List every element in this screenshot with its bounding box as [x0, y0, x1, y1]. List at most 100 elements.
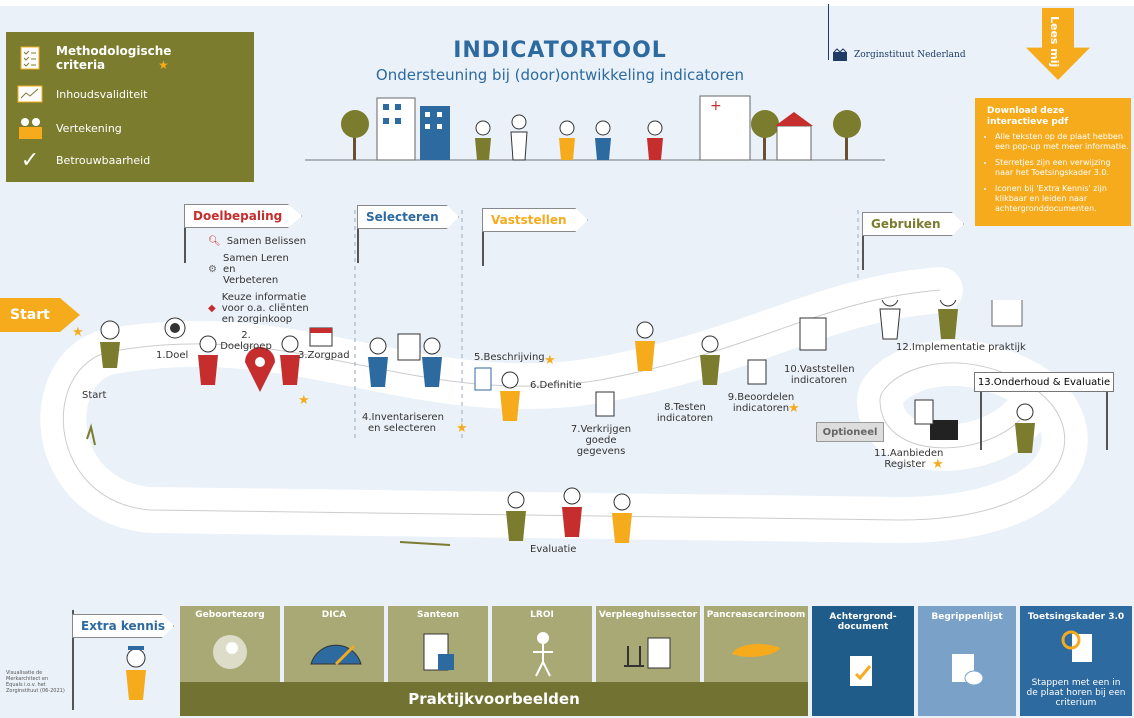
- checklist-icon: [747, 359, 767, 385]
- tile-geboortezorg[interactable]: Geboortezorg: [180, 606, 280, 690]
- step-5[interactable]: 5.Beschrijving: [474, 352, 545, 363]
- sign-post: [184, 205, 186, 263]
- credit-text: Visualisatie de Merkarchitect en Equals …: [6, 670, 65, 694]
- person-icon: [422, 337, 442, 387]
- tile-santeon[interactable]: Santeon: [388, 606, 488, 690]
- checklist-icon: [16, 46, 44, 70]
- tile-label: DICA: [321, 610, 347, 620]
- calendar-icon: [309, 327, 333, 347]
- sign-gebruiken[interactable]: Gebruiken: [862, 212, 964, 236]
- star-icon: ★: [158, 58, 169, 72]
- step-6[interactable]: 6.Definitie: [530, 380, 582, 391]
- building-icon: [420, 106, 450, 160]
- sign-label: Doelbepaling: [193, 209, 283, 223]
- sign-label: Selecteren: [366, 210, 439, 224]
- step-10[interactable]: 10.Vaststellen indicatoren: [784, 364, 855, 386]
- step-start[interactable]: Start: [82, 390, 107, 401]
- crown-icon: [833, 48, 847, 61]
- top-strip: [0, 0, 1134, 6]
- tile-verpleeghuis[interactable]: Verpleeghuissector: [596, 606, 700, 690]
- sign-selecteren[interactable]: Selecteren: [357, 205, 459, 229]
- tile-label: Geboortezorg: [195, 610, 265, 620]
- person-icon: [612, 493, 632, 543]
- sign-doelbepaling[interactable]: Doelbepaling: [184, 204, 302, 228]
- lees-mij-label: Lees mij: [1048, 16, 1061, 68]
- step-9[interactable]: 9.Beoordelen indicatoren: [727, 392, 795, 414]
- person-icon: [506, 491, 526, 541]
- sign-label: Gebruiken: [871, 217, 941, 231]
- tree-icon: [833, 110, 861, 160]
- sign-post: [357, 205, 359, 263]
- legend-item-betrouwbaarheid[interactable]: ✓ Betrouwbaarheid: [16, 148, 151, 173]
- document-check-icon: [850, 656, 872, 686]
- org-name: Zorginstituut Nederland: [854, 50, 966, 60]
- building-icon: [376, 97, 416, 161]
- person-icon: [100, 320, 120, 368]
- legend-label: Betrouwbaarheid: [56, 153, 151, 167]
- city-illustration: +: [305, 95, 885, 161]
- step-1[interactable]: 1.Doel: [156, 350, 189, 361]
- doel-item-label: Samen Leren en Verbeteren: [222, 253, 289, 286]
- step-4[interactable]: 4.Inventariseren en selecteren: [362, 412, 444, 434]
- legend-item-methodologische[interactable]: Methodologische criteria ★: [16, 44, 171, 72]
- info-bullet: Iconen bij 'Extra Kennis' zijn klikbaar …: [995, 184, 1131, 214]
- step-13[interactable]: 13.Onderhoud & Evaluatie: [974, 372, 1114, 392]
- person-icon: [559, 120, 575, 160]
- sign-extra-kennis[interactable]: Extra kennis: [72, 614, 174, 638]
- person-icon: [938, 300, 958, 339]
- doel-item[interactable]: ⚙ Samen Leren en Verbeteren: [208, 253, 322, 286]
- tree-icon: [751, 110, 779, 160]
- person-icon: [368, 337, 388, 387]
- step-8[interactable]: 8.Testen indicatoren: [656, 402, 714, 424]
- doel-item[interactable]: ◆Keuze informatie voor o.a. cliënten en …: [208, 292, 322, 325]
- people-icon: [16, 116, 44, 140]
- step-evaluatie[interactable]: Evaluatie: [530, 544, 577, 555]
- doel-list: 🔍︎Samen Belissen ⚙ Samen Leren en Verbete…: [208, 236, 322, 325]
- target-icon: [164, 317, 186, 339]
- info-heading: Download deze interactieve pdf: [987, 106, 1069, 127]
- optioneel-sign: Optioneel: [816, 422, 884, 442]
- person-icon: [500, 371, 520, 421]
- tile-achtergrond[interactable]: Achtergrond-document: [812, 606, 914, 716]
- tile-label: LROI: [530, 610, 554, 620]
- praktijk-bar: Praktijkvoorbeelden: [180, 682, 808, 716]
- search-icon: 🔍︎: [208, 236, 221, 247]
- person-icon: [700, 335, 720, 385]
- tile-lroi[interactable]: LROI: [492, 606, 592, 690]
- tile-label: Toetsingskader 3.0: [1027, 612, 1125, 622]
- step-2[interactable]: 2. Doelgroep: [220, 330, 272, 352]
- lees-mij-button[interactable]: Lees mij: [1026, 8, 1090, 80]
- gears-icon: ⚙: [208, 264, 217, 275]
- tile-begrippenlijst[interactable]: Begrippenlijst: [918, 606, 1016, 716]
- sign-post: [482, 208, 484, 266]
- document-check-icon: [595, 391, 615, 417]
- hospital-icon: +: [699, 95, 751, 161]
- legend-item-vertekening[interactable]: Vertekening: [16, 116, 122, 140]
- legend-label: Inhoudsvaliditeit: [56, 87, 148, 101]
- phase-separators: [354, 210, 859, 440]
- sign-post: [862, 212, 864, 270]
- document-icon: [799, 317, 827, 351]
- tile-pancreas[interactable]: Pancreascarcinoom: [704, 606, 808, 690]
- criteria-legend: Methodologische criteria ★ Inhoudsvalidi…: [6, 32, 254, 182]
- step-3[interactable]: 3.Zorgpad: [298, 350, 350, 361]
- sign-vaststellen[interactable]: Vaststellen: [482, 208, 588, 232]
- page-title: INDICATORTOOL: [453, 38, 667, 63]
- page-subtitle: Ondersteuning bij (door)ontwikkeling ind…: [375, 66, 745, 84]
- tree-icon: [341, 110, 369, 160]
- svg-text:+: +: [710, 98, 722, 114]
- step-7[interactable]: 7.Verkrijgen goede gegevens: [570, 424, 632, 457]
- doel-item-label: Keuze informatie voor o.a. cliënten en z…: [221, 292, 309, 325]
- sign-post: [980, 386, 982, 450]
- sign-post: [1106, 386, 1108, 450]
- person-icon: [562, 487, 582, 537]
- toetsing-note: Stappen met een in de plaat horen bij ee…: [1026, 678, 1126, 708]
- doel-item[interactable]: 🔍︎Samen Belissen: [208, 236, 322, 247]
- legend-item-inhoud[interactable]: Inhoudsvaliditeit: [16, 82, 147, 106]
- tile-label: Verpleeghuissector: [598, 610, 698, 620]
- step-11[interactable]: 11.Aanbieden Register: [874, 448, 944, 470]
- step-12[interactable]: 12.Implementatie praktijk: [896, 342, 1026, 353]
- start-label: Start: [10, 307, 50, 323]
- tile-dica[interactable]: DICA: [284, 606, 384, 690]
